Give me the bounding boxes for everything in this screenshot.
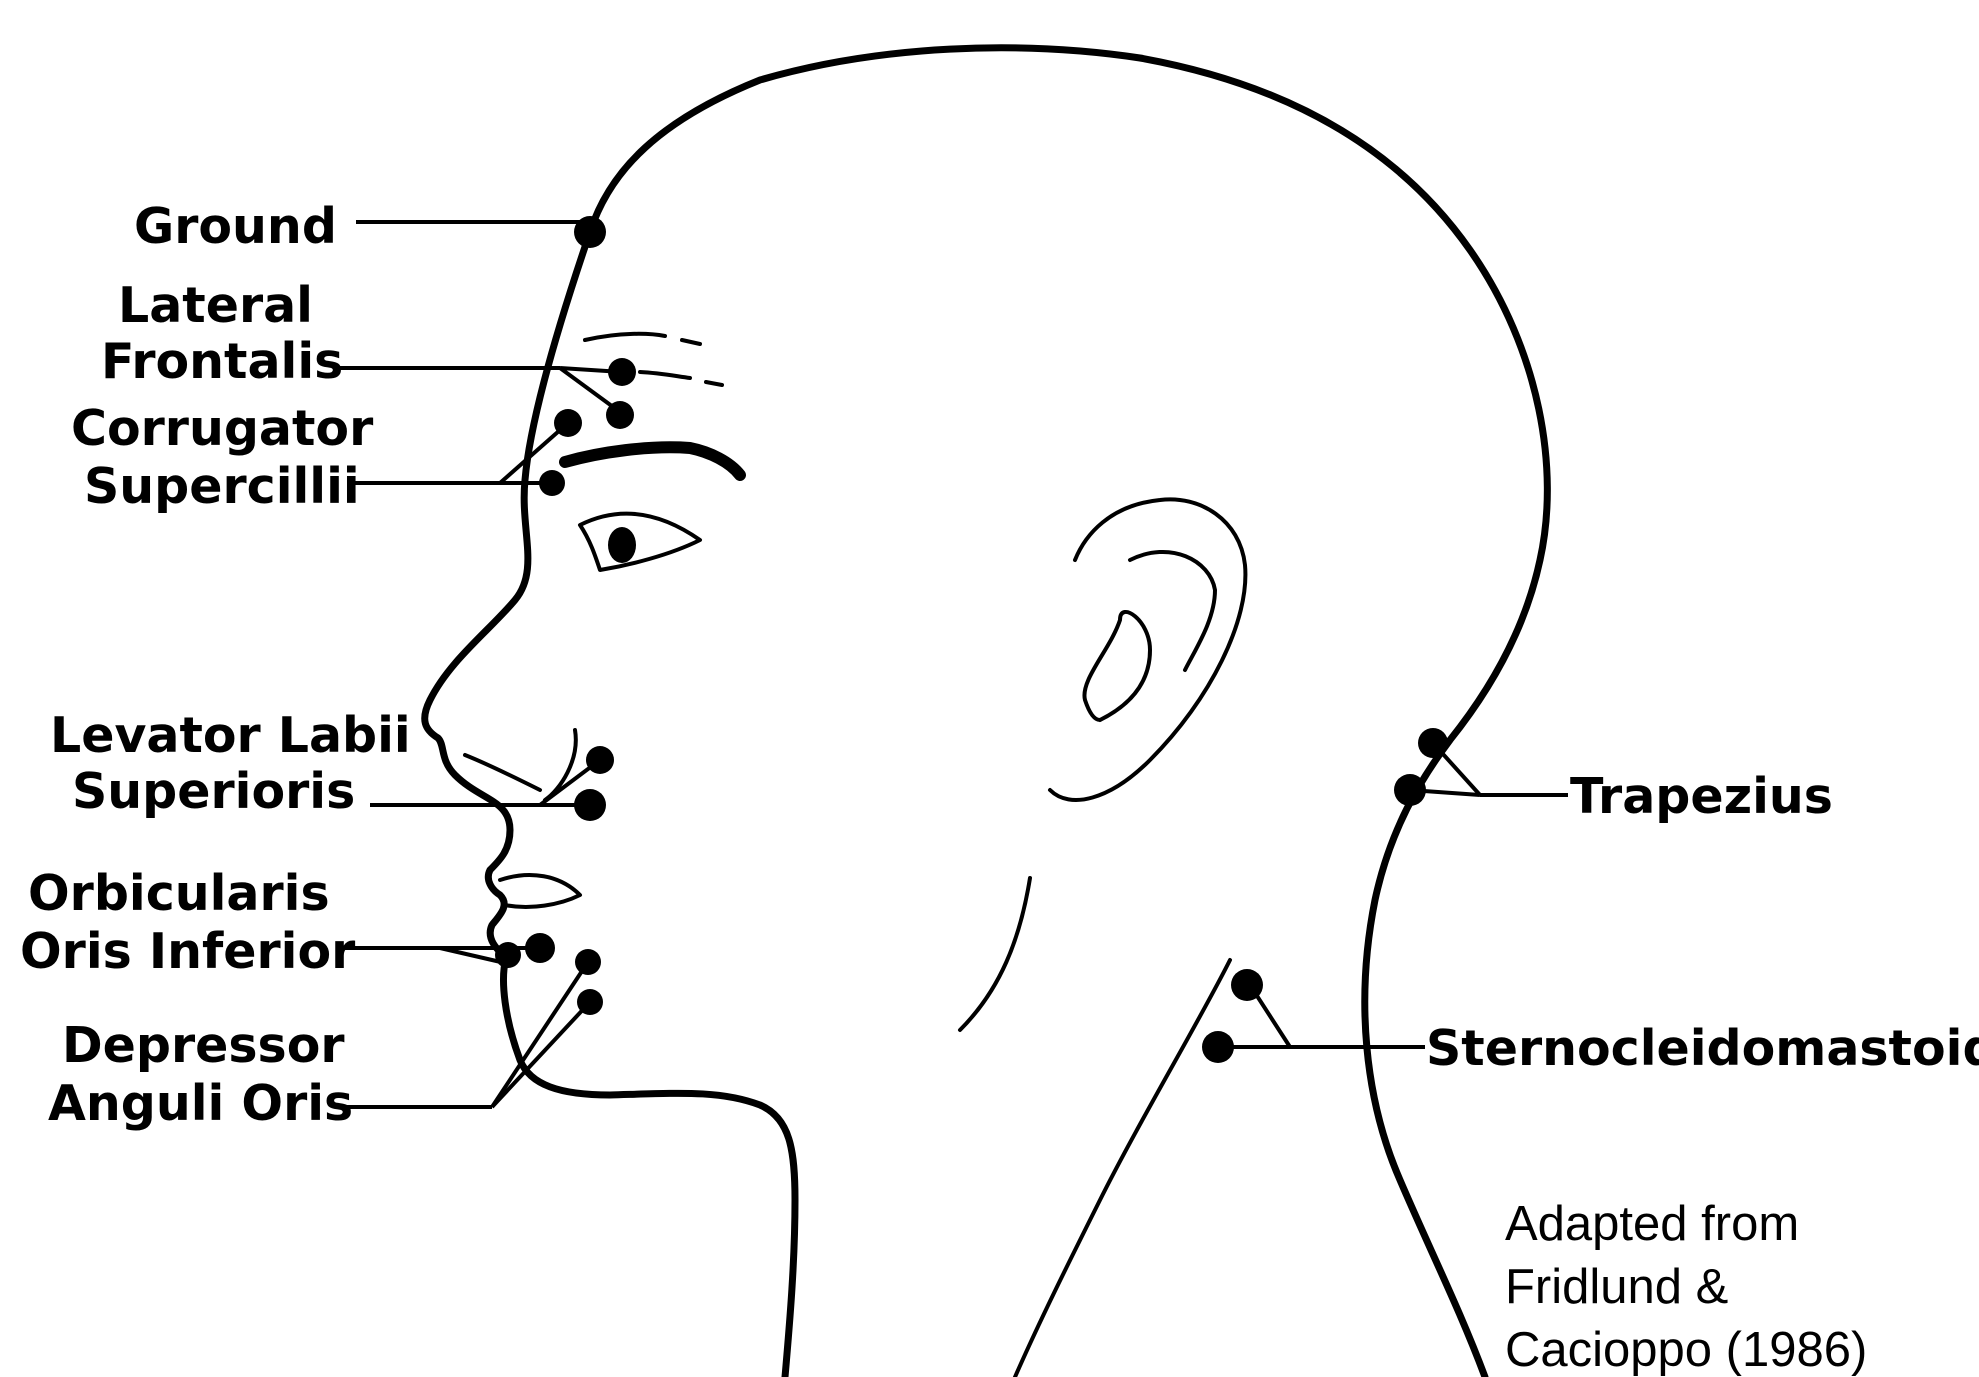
- eyebrow: [565, 447, 740, 475]
- electrode-group-trapezius: [1394, 728, 1568, 806]
- electrode-sternocleidomastoid-1: [1231, 969, 1263, 1001]
- head-outline: [590, 48, 1547, 1377]
- ear-outer: [1050, 499, 1245, 800]
- label-corrugator-line1: Corrugator: [71, 400, 374, 457]
- label-depressor-line2: Anguli Oris: [48, 1075, 353, 1132]
- labels: Ground Lateral Frontalis Corrugator Supe…: [20, 198, 1979, 1132]
- iris: [608, 527, 636, 563]
- forehead-wrinkle-lower: [640, 372, 690, 378]
- label-levator-line1: Levator Labii: [50, 707, 411, 764]
- label-levator-line2: Superioris: [72, 763, 355, 820]
- lips: [500, 875, 580, 907]
- electrode-sternocleidomastoid-2: [1202, 1031, 1234, 1063]
- jaw-line: [960, 878, 1030, 1030]
- nostril: [465, 755, 540, 790]
- electrode-group-sternocleidomastoid: [1202, 969, 1425, 1063]
- electrode-group-depressor-anguli-oris: [342, 949, 603, 1107]
- neck-front: [1015, 960, 1230, 1377]
- electrode-group-corrugator-supercilii: [350, 409, 582, 496]
- electrode-depressor-2: [577, 989, 603, 1015]
- electrode-orbicularis-2: [525, 933, 555, 963]
- label-lateral-frontalis-line2: Frontalis: [101, 333, 343, 390]
- credit-line3: Cacioppo (1986): [1505, 1323, 1867, 1377]
- electrode-ground: [574, 216, 606, 248]
- label-depressor-line1: Depressor: [62, 1017, 345, 1074]
- electrode-group-lateral-frontalis: [338, 358, 636, 429]
- label-corrugator-line2: Supercillii: [84, 458, 360, 515]
- electrode-corrugator-1: [554, 409, 582, 437]
- forehead-wrinkle-upper-dash: [682, 340, 700, 344]
- forehead-wrinkle-upper: [585, 334, 665, 340]
- electrode-lateral-frontalis-1: [608, 358, 636, 386]
- credit: Adapted from Fridlund & Cacioppo (1986): [1505, 1197, 1867, 1377]
- electrode-corrugator-2: [539, 470, 565, 496]
- electrode-group-orbicularis-oris: [344, 933, 555, 968]
- label-sternocleidomastoid: Sternocleidomastoid: [1426, 1020, 1979, 1077]
- label-lateral-frontalis-line1: Lateral: [118, 277, 313, 334]
- electrode-levator-1: [586, 746, 614, 774]
- ear-helix-inner: [1130, 552, 1215, 670]
- ear-inner: [1084, 612, 1150, 720]
- electrode-depressor-1: [575, 949, 601, 975]
- credit-line2: Fridlund &: [1505, 1260, 1728, 1314]
- electrode-group-ground: [356, 216, 606, 248]
- facial-features: [465, 334, 1245, 907]
- electrode-trapezius-2: [1394, 774, 1426, 806]
- forehead-wrinkle-lower-dash: [706, 382, 722, 385]
- electrode-levator-2: [574, 789, 606, 821]
- electrode-orbicularis-1: [495, 942, 521, 968]
- label-orbicularis-line2: Oris Inferior: [20, 923, 356, 980]
- credit-line1: Adapted from: [1505, 1197, 1799, 1251]
- electrode-trapezius-1: [1418, 728, 1448, 758]
- label-trapezius: Trapezius: [1570, 768, 1833, 825]
- label-ground: Ground: [134, 198, 337, 255]
- eye: [580, 514, 700, 570]
- electrode-lateral-frontalis-2: [606, 401, 634, 429]
- label-orbicularis-line1: Orbicularis: [28, 865, 330, 922]
